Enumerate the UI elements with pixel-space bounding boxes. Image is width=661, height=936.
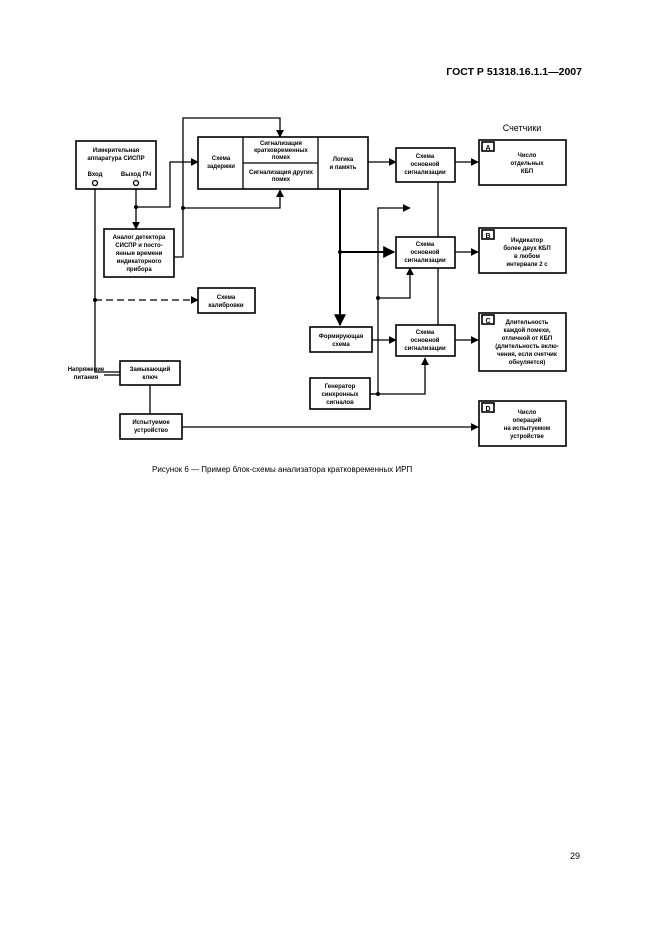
counter-d-label-2: операций <box>513 417 542 424</box>
gate-1-label-2: основной <box>411 249 440 256</box>
input-terminal-icon <box>91 179 99 187</box>
block-generator: Генератор синхронных сигналов <box>309 377 371 410</box>
signal-other-label-2: помех <box>272 177 291 183</box>
gate-2-label-1: Схема <box>416 330 435 336</box>
counter-d-label-1: Число <box>518 410 537 416</box>
junction-dot <box>338 250 342 254</box>
gate-main-label-1: Схема <box>416 154 435 160</box>
gate-2-label-3: сигнализации <box>404 346 446 352</box>
junction-dot <box>134 205 138 209</box>
eut-label-1: Испытуемое <box>132 420 170 426</box>
block-calibration: Схема калибровки <box>197 287 256 314</box>
counter-c-label-2: каждой помехи, <box>503 327 550 334</box>
switch-label-2: ключ <box>142 375 158 381</box>
delay-label-1: Схема <box>212 156 231 162</box>
counter-c-label-4: (длительность вклю- <box>495 344 559 350</box>
line-generator-to-gate-2 <box>370 357 429 395</box>
counter-b: B Индикатор более двух КБП в любом интер… <box>478 227 567 274</box>
line-detector-to-delay <box>136 158 199 208</box>
counter-a-label-2: отдельных <box>510 161 544 167</box>
line-generator-to-gate-1 <box>378 267 414 299</box>
block-detector-analog: Аналог детектора СИСПР и посто- янные вр… <box>103 228 175 278</box>
counter-b-label-3: в любом <box>514 253 541 260</box>
counter-a-label-3: КБП <box>521 169 533 175</box>
logic-label-1: Логика <box>333 157 354 163</box>
signal-short-label-1: Сигнализация <box>260 141 303 147</box>
power-label-2: питания <box>74 375 99 381</box>
figure-caption: Рисунок 6 — Пример блок-схемы анализатор… <box>152 465 413 474</box>
counter-d-tag: D <box>485 406 490 413</box>
counter-d-label-4: устройстве <box>510 433 544 440</box>
counter-c-label-1: Длительность <box>506 320 549 326</box>
counter-b-tag: B <box>485 233 490 240</box>
counter-a-label-1: Число <box>518 153 537 159</box>
calibration-label-2: калибровки <box>208 302 244 309</box>
line-generator-bus <box>370 204 411 395</box>
junction-dot <box>376 392 380 396</box>
receiver-input-label: Вход <box>88 172 103 178</box>
counter-b-label-1: Индикатор <box>511 238 543 244</box>
block-gate-2: Схема основной сигнализации <box>395 324 456 357</box>
gate-main-label-3: сигнализации <box>404 170 446 176</box>
counter-d-label-3: на испытуемом <box>504 426 551 432</box>
if-terminal-icon <box>132 179 140 187</box>
eut-label-2: устройство <box>134 427 168 434</box>
block-eut: Испытуемое устройство <box>119 413 183 440</box>
power-label-1: Напряжение <box>68 367 105 373</box>
block-gate-1: Схема основной сигнализации <box>395 236 456 269</box>
counter-d: D Число операций на испытуемом устройств… <box>478 400 567 447</box>
line-input-switch-tail <box>94 360 120 373</box>
counter-b-label-2: более двух КБП <box>503 245 550 252</box>
signal-other-label-1: Сигнализация других <box>249 170 314 176</box>
generator-label-1: Генератор <box>325 384 356 390</box>
counter-c-label-3: отличной от КБП <box>502 335 552 342</box>
gate-1-label-1: Схема <box>416 242 435 248</box>
junction-dot <box>93 298 97 302</box>
page-number: 29 <box>570 851 581 861</box>
detector-label-2: СИСПР и посто- <box>115 243 162 249</box>
signal-short-label-3: помех <box>272 155 291 161</box>
gate-1-label-3: сигнализации <box>404 258 446 264</box>
logic-label-2: и память <box>330 165 357 171</box>
generator-label-3: сигналов <box>326 400 354 406</box>
gate-2-label-2: основной <box>411 337 440 344</box>
line-loop-top <box>182 117 284 208</box>
counter-a-tag: A <box>485 145 490 152</box>
signal-short-label-2: кратковременных <box>254 148 308 154</box>
block-gate-main: Схема основной сигнализации <box>395 147 456 183</box>
generator-label-2: синхронных <box>321 392 359 398</box>
detector-label-5: прибора <box>126 266 152 273</box>
counter-c-label-6: обнуляется) <box>509 359 546 366</box>
counter-a: A Число отдельных КБП <box>478 139 567 186</box>
counter-c-tag: C <box>485 318 490 325</box>
connection-lines <box>93 117 479 431</box>
block-delay-signal-logic: Схема задержки Сигнализация кратковремен… <box>197 136 369 190</box>
document-header: ГОСТ Р 51318.16.1.1—2007 <box>446 66 582 78</box>
former-label-2: схема <box>332 342 350 348</box>
line-detector-to-signal-other <box>173 189 284 258</box>
gate-main-label-2: основной <box>411 161 440 168</box>
receiver-if-label: Выход ПЧ <box>121 172 151 178</box>
detector-label-4: индикаторного <box>117 259 162 265</box>
former-label-1: Формирующая <box>319 334 364 340</box>
counter-c: C Длительность каждой помехи, отличной о… <box>478 312 567 372</box>
delay-label-2: задержки <box>207 164 235 170</box>
counters-title: Счетчики <box>503 123 542 133</box>
block-switch: Замыкающий ключ <box>119 360 181 386</box>
junction-dot <box>376 296 380 300</box>
receiver-label-2: аппаратура СИСПР <box>87 156 144 162</box>
detector-label-1: Аналог детектора <box>113 235 166 241</box>
counter-b-label-4: интервале 2 с <box>506 262 548 268</box>
receiver-label-1: Измерительная <box>93 148 140 154</box>
switch-label-1: Замыкающий <box>130 366 171 373</box>
block-former: Формирующая схема <box>309 326 373 353</box>
junction-dot <box>181 206 185 210</box>
detector-label-3: янные времени <box>116 251 163 257</box>
calibration-label-1: Схема <box>217 295 236 301</box>
block-receiver: Измерительная аппаратура СИСПР Вход Выхо… <box>75 140 157 190</box>
power-supply-label: Напряжение питания <box>68 367 105 381</box>
counter-c-label-5: чения, если счетчик <box>497 352 557 358</box>
